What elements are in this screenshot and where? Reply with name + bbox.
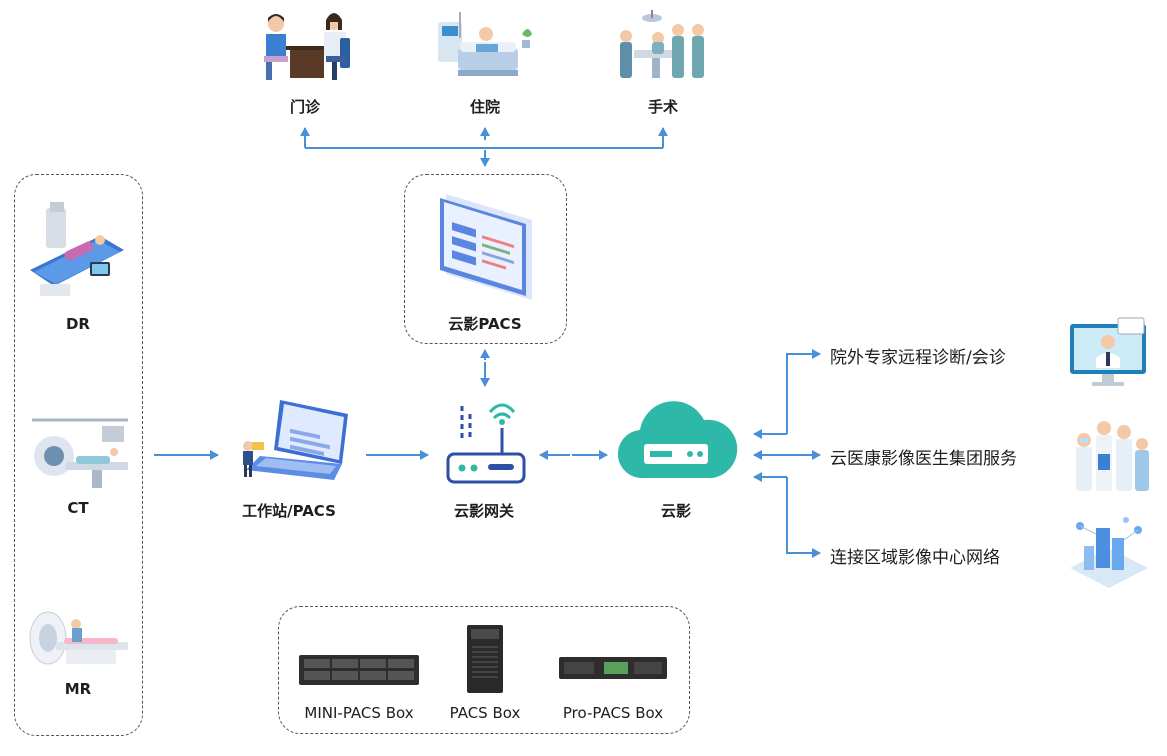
- service-remote-consult-label: 院外专家远程诊断/会诊: [830, 348, 1006, 368]
- inpatient-label: 住院: [469, 98, 500, 116]
- mr-scanner-icon: [26, 606, 132, 674]
- ct-label: CT: [67, 499, 89, 517]
- cloud-pacs-group: [404, 174, 567, 344]
- cloud-pacs-screen-icon: [432, 190, 538, 302]
- regional-network-city-icon: [1066, 512, 1152, 598]
- gateway-label: 云影网关: [453, 502, 514, 520]
- remote-consult-monitor-icon: [1068, 316, 1150, 390]
- dr-label: DR: [65, 315, 90, 333]
- outpatient-icon: [258, 8, 358, 86]
- cloud-label: 云影: [660, 502, 691, 520]
- outpatient-label: 门诊: [289, 98, 320, 116]
- service-doctor-group-label: 云医康影像医生集团服务: [830, 449, 1017, 469]
- inpatient-bed-icon: [430, 8, 540, 86]
- mr-label: MR: [64, 680, 92, 698]
- dr-scanner-icon: [24, 200, 132, 300]
- mini-pacs-rack-icon: [298, 654, 420, 686]
- workstation-label: 工作站/PACS: [242, 502, 336, 520]
- pacs-box-label: PACS Box: [449, 704, 521, 722]
- modalities-group: [14, 174, 143, 736]
- mini-pacs-label: MINI-PACS Box: [304, 704, 414, 722]
- surgery-label: 手术: [647, 98, 678, 116]
- cloud-pacs-label: 云影PACS: [448, 315, 522, 333]
- gateway-router-icon: [436, 398, 536, 488]
- pacs-tower-icon: [466, 624, 504, 694]
- workstation-laptop-icon: [230, 396, 356, 484]
- surgery-icon: [612, 8, 716, 86]
- service-regional-network-label: 连接区域影像中心网络: [830, 548, 1000, 568]
- pacs-box-group: [278, 606, 690, 734]
- pro-pacs-label: Pro-PACS Box: [562, 704, 664, 722]
- cloud-server-icon: [614, 392, 740, 484]
- doctor-group-icon: [1068, 414, 1152, 494]
- ct-scanner-icon: [28, 412, 132, 492]
- pro-pacs-rack-icon: [558, 656, 668, 680]
